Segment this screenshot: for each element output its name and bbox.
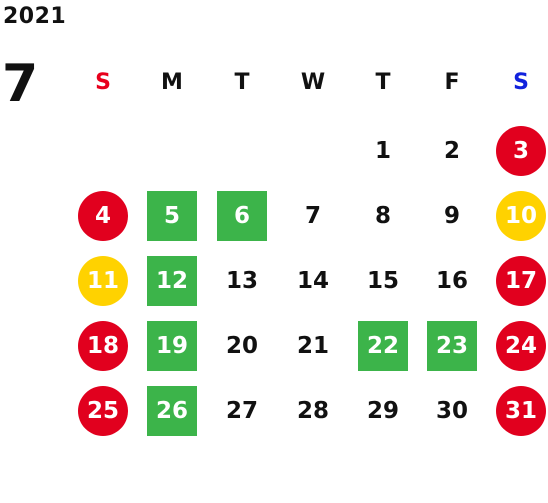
day-cell-28[interactable]: 28 (296, 398, 329, 424)
day-cell-17[interactable]: 17 (496, 256, 546, 306)
weekday-header: S (95, 69, 111, 95)
day-cell-16[interactable]: 16 (435, 268, 468, 294)
day-cell-20[interactable]: 20 (225, 333, 258, 359)
day-cell-26[interactable]: 26 (147, 386, 197, 436)
day-cell-24[interactable]: 24 (496, 321, 546, 371)
year-label: 2021 (3, 4, 67, 29)
day-cell-7[interactable]: 7 (304, 203, 321, 229)
weekday-header: T (375, 69, 391, 95)
day-cell-3[interactable]: 3 (496, 126, 546, 176)
day-cell-8[interactable]: 8 (374, 203, 391, 229)
day-cell-22[interactable]: 22 (358, 321, 408, 371)
day-cell-11[interactable]: 11 (78, 256, 128, 306)
day-cell-1[interactable]: 1 (374, 138, 391, 164)
day-cell-25[interactable]: 25 (78, 386, 128, 436)
day-cell-30[interactable]: 30 (435, 398, 468, 424)
day-cell-14[interactable]: 14 (296, 268, 329, 294)
day-cell-15[interactable]: 15 (366, 268, 399, 294)
weekday-header: F (444, 69, 460, 95)
month-label: 7 (2, 54, 39, 114)
day-cell-12[interactable]: 12 (147, 256, 197, 306)
day-cell-29[interactable]: 29 (366, 398, 399, 424)
day-cell-27[interactable]: 27 (225, 398, 258, 424)
day-cell-23[interactable]: 23 (427, 321, 477, 371)
weekday-header: T (234, 69, 250, 95)
day-cell-4[interactable]: 4 (78, 191, 128, 241)
weekday-header: W (300, 69, 326, 95)
day-cell-5[interactable]: 5 (147, 191, 197, 241)
day-cell-18[interactable]: 18 (78, 321, 128, 371)
day-cell-6[interactable]: 6 (217, 191, 267, 241)
weekday-header: S (513, 69, 529, 95)
day-cell-19[interactable]: 19 (147, 321, 197, 371)
day-cell-10[interactable]: 10 (496, 191, 546, 241)
day-cell-21[interactable]: 21 (296, 333, 329, 359)
weekday-header: M (161, 69, 183, 95)
day-cell-2[interactable]: 2 (443, 138, 460, 164)
day-cell-31[interactable]: 31 (496, 386, 546, 436)
day-cell-13[interactable]: 13 (225, 268, 258, 294)
day-cell-9[interactable]: 9 (443, 203, 460, 229)
